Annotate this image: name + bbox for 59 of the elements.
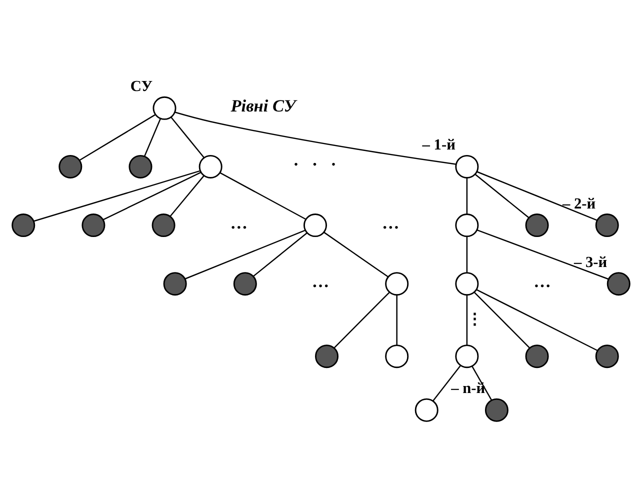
node-circle — [595, 344, 619, 368]
node-circle — [303, 213, 327, 237]
node-circle — [152, 96, 176, 120]
connector — [396, 294, 398, 345]
node-circle — [525, 213, 549, 237]
connector — [220, 172, 306, 220]
node-label: – 1-й — [422, 136, 456, 154]
node-label: СУ — [130, 78, 153, 95]
node-circle — [198, 154, 222, 178]
connector — [474, 173, 530, 218]
connector — [324, 231, 389, 277]
node-circle — [455, 272, 479, 296]
label: … — [534, 272, 551, 291]
connector — [170, 116, 204, 158]
connector — [476, 170, 598, 220]
node-circle — [233, 272, 257, 296]
connector — [432, 365, 461, 401]
node-circle — [12, 213, 36, 237]
node-circle — [315, 344, 339, 368]
node-circle — [455, 154, 479, 178]
connector — [170, 174, 204, 216]
connector — [474, 291, 530, 348]
node-circle — [385, 344, 409, 368]
node-circle — [82, 213, 106, 237]
node-circle — [163, 272, 187, 296]
node-circle — [58, 154, 82, 178]
connector — [174, 111, 456, 164]
node-circle — [414, 398, 438, 422]
connector — [79, 114, 156, 160]
node-circle — [128, 154, 152, 178]
node-circle — [484, 398, 508, 422]
label: Рівні СУ — [230, 96, 296, 115]
node-label: – n-й — [451, 380, 486, 397]
connector — [34, 170, 200, 222]
node-circle — [525, 344, 549, 368]
node-label: – 3-й — [574, 253, 608, 270]
connector — [102, 171, 202, 220]
connector — [466, 294, 468, 345]
connector — [144, 118, 162, 156]
connector — [476, 228, 609, 280]
node-label: – 2-й — [562, 194, 596, 212]
label: … — [382, 213, 400, 232]
connector — [466, 177, 468, 214]
label: · · · — [293, 154, 336, 174]
node-circle — [152, 213, 176, 237]
node-circle — [455, 344, 479, 368]
label: … — [230, 213, 248, 232]
label: … — [312, 272, 330, 291]
node-circle — [385, 272, 409, 296]
connector — [253, 232, 308, 276]
connector — [184, 229, 306, 279]
connector — [476, 288, 598, 351]
node-circle — [455, 213, 479, 237]
connector — [472, 366, 492, 400]
edge-label: ⋮ — [466, 310, 482, 328]
node-circle — [606, 272, 630, 296]
node-circle — [595, 213, 619, 237]
connector — [466, 236, 468, 272]
connector — [334, 291, 390, 348]
